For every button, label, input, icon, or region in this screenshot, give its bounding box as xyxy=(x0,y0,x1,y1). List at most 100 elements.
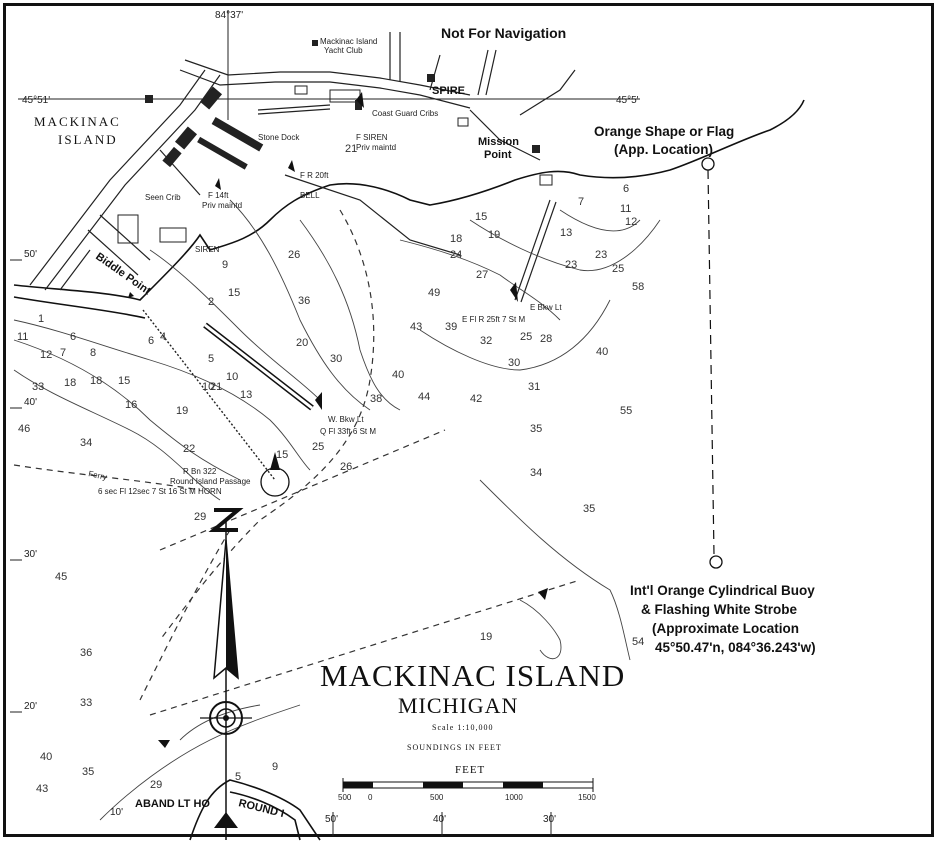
sounding: 29 xyxy=(150,779,162,791)
sounding: 46 xyxy=(18,423,30,435)
sounding: 10 xyxy=(202,381,214,393)
bell-label: BELL xyxy=(300,191,320,200)
sounding: 24 xyxy=(450,249,462,261)
longitude-label-30: 30' xyxy=(543,814,556,825)
aband-lt-ho-label: ABAND LT HO xyxy=(135,798,210,810)
spire-label: SPIRE xyxy=(432,85,465,97)
seen-crib-label: Seen Crib xyxy=(145,193,181,202)
sounding: 19 xyxy=(176,405,188,417)
scale-units: FEET xyxy=(455,764,485,776)
priv-maintd-label: Priv maintd xyxy=(356,143,396,152)
sounding: 34 xyxy=(80,437,92,449)
docks xyxy=(257,104,557,303)
coast-guard-cribs-label: Coast Guard Cribs xyxy=(372,109,438,118)
round-island xyxy=(189,779,321,841)
sounding: 35 xyxy=(530,423,542,435)
sounding: 26 xyxy=(288,249,300,261)
sounding: 43 xyxy=(410,321,422,333)
sounding: 11 xyxy=(17,331,28,343)
f-siren-label: F SIREN xyxy=(356,133,388,142)
sounding: 35 xyxy=(583,503,595,515)
sounding: 58 xyxy=(632,281,644,293)
stone-dock-label: Stone Dock xyxy=(258,133,300,142)
bottom-ticks xyxy=(332,812,552,836)
marker-line xyxy=(701,157,723,569)
sounding: 1 xyxy=(38,313,44,325)
flag-marker-circle xyxy=(701,157,715,171)
round-island-light-detail: 6 sec Fl 12sec 7 St 16 St M HORN xyxy=(98,487,222,496)
sounding: 28 xyxy=(540,333,552,345)
sounding: 40 xyxy=(392,369,404,381)
r-bn-322-label: R Bn 322 xyxy=(183,467,217,476)
sounding: 55 xyxy=(620,405,632,417)
mission-point-label-2: Point xyxy=(484,149,512,161)
sounding: 27 xyxy=(476,269,488,281)
biddle-point-label: Biddle Point xyxy=(93,251,153,298)
scale-tick-label: 0 xyxy=(368,793,373,802)
sounding: 35 xyxy=(82,766,94,778)
longitude-label-40: 40' xyxy=(433,814,446,825)
sounding: 6 xyxy=(623,183,629,195)
buildings xyxy=(117,40,553,244)
buoy-callout-line1: Int'l Orange Cylindrical Buoy xyxy=(630,583,815,598)
island-name-line1: MACKINAC xyxy=(34,114,121,129)
sounding: 5 xyxy=(235,771,241,783)
longitude-label-top: 84°37' xyxy=(215,10,243,21)
sounding: 12 xyxy=(625,216,637,228)
sounding: 18 xyxy=(90,375,102,387)
sounding: 31 xyxy=(528,381,540,393)
chart-soundings-note: SOUNDINGS IN FEET xyxy=(407,743,502,752)
sounding: 10 xyxy=(226,371,238,383)
latitude-label-10: 10' xyxy=(110,807,123,818)
sounding: 34 xyxy=(530,467,542,479)
w-bkw-lt-label: W. Bkw Lt xyxy=(328,415,364,424)
depth-soundings: 1 6 11 7 8 12 18 15 33 16 46 18 34 22 19… xyxy=(17,143,644,795)
sounding: 21 xyxy=(210,381,222,393)
priv-maintd-label: Priv maintd xyxy=(202,201,242,210)
chart-title: MACKINAC ISLAND xyxy=(320,658,625,693)
sounding: 15 xyxy=(118,375,130,387)
sounding: 42 xyxy=(470,393,482,405)
siren-label: SIREN xyxy=(195,245,220,254)
f-14ft-label: F 14ft xyxy=(208,191,229,200)
sounding: 6 xyxy=(70,331,76,343)
sounding: 23 xyxy=(565,259,577,271)
mission-point-label-1: Mission xyxy=(478,136,519,148)
ferry-label: Ferry xyxy=(88,469,108,482)
sounding: 45 xyxy=(55,571,67,583)
buoy-marker-circle xyxy=(709,555,723,569)
sounding: 22 xyxy=(183,443,195,455)
round-island-passage-label: Round Island Passage xyxy=(170,477,251,486)
sounding: 33 xyxy=(32,381,44,393)
scale-tick-label: 1000 xyxy=(505,793,523,802)
chart-scale: Scale 1:10,000 xyxy=(432,723,494,732)
ferry-route xyxy=(13,209,581,716)
yacht-club-label-1: Mackinac Island xyxy=(320,37,377,46)
sounding: 33 xyxy=(80,697,92,709)
sounding: 49 xyxy=(428,287,440,299)
sounding: 15 xyxy=(475,211,487,223)
sounding: 30 xyxy=(508,357,520,369)
sounding: 18 xyxy=(450,233,462,245)
sounding: 40 xyxy=(596,346,608,358)
sounding: 29 xyxy=(194,511,206,523)
breakwater xyxy=(203,322,314,411)
latitude-label-40: 40' xyxy=(24,397,37,408)
sounding: 39 xyxy=(445,321,457,333)
sounding: 7 xyxy=(578,196,584,208)
sounding: 36 xyxy=(298,295,310,307)
latitude-label-30: 30' xyxy=(24,549,37,560)
sounding: 18 xyxy=(64,377,76,389)
sounding: 12 xyxy=(40,349,52,361)
sounding: 4 xyxy=(160,331,166,343)
e-bkw-lt-detail: E Fl R 25ft 7 St M xyxy=(462,315,525,324)
sounding: 23 xyxy=(595,249,607,261)
sounding: 21 xyxy=(345,143,357,155)
w-bkw-lt-detail: Q Fl 33ft 6 St M xyxy=(320,427,376,436)
sounding: 36 xyxy=(80,647,92,659)
scale-tick-label: 500 xyxy=(430,793,444,802)
sounding: 20 xyxy=(296,337,308,349)
sounding: 13 xyxy=(560,227,572,239)
sounding: 19 xyxy=(480,631,492,643)
